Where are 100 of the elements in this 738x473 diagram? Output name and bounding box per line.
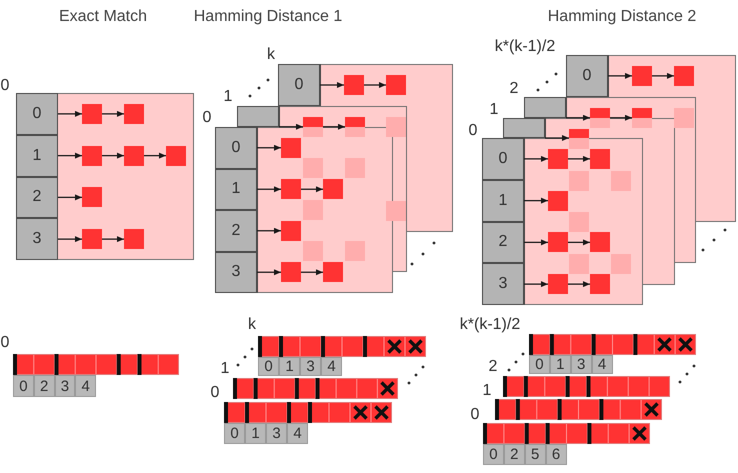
array-bar: [13, 354, 179, 375]
bucket-cell: [503, 118, 545, 138]
index-cell: 4: [321, 357, 342, 376]
bucket-cell: 0: [278, 64, 320, 106]
index-cell: 0: [483, 444, 504, 465]
arrow: [566, 114, 590, 121]
arrow: [102, 236, 124, 242]
list-entry: [569, 170, 589, 191]
arrow: [301, 269, 323, 276]
index-cell: 2: [504, 444, 525, 465]
index-cell: 0: [13, 375, 34, 397]
arrow: [301, 186, 323, 192]
table-number-label: 0: [202, 109, 212, 127]
array-bar: [529, 334, 696, 355]
array-number-label: 0: [210, 384, 220, 402]
list-entry: [303, 116, 323, 137]
list-entry: [303, 241, 323, 262]
list-entry: [590, 232, 610, 252]
bucket-cell: 1: [16, 134, 58, 176]
arrow: [323, 124, 345, 130]
list-entry: [166, 146, 186, 166]
array-number-label: 1: [482, 382, 492, 400]
table-number-label: 0: [0, 77, 10, 95]
arrow: [58, 152, 82, 159]
arrow: [524, 156, 548, 162]
bucket-cell: 3: [215, 252, 257, 293]
arrow: [364, 82, 386, 88]
list-entry: [345, 241, 365, 262]
arrow: [320, 82, 344, 88]
list-entry: [674, 108, 694, 128]
list-entry: [548, 232, 568, 252]
list-entry: [344, 75, 364, 95]
column-title: Hamming Distance 2: [548, 8, 696, 26]
arrow: [257, 144, 281, 151]
table-number-label: 1: [490, 101, 498, 119]
arrow: [524, 198, 548, 204]
array-number-label: 0: [0, 334, 10, 352]
array-number-label: 1: [220, 360, 230, 378]
bucket-cell: 2: [482, 222, 524, 264]
list-entry: [82, 104, 102, 124]
index-cell: 1: [279, 357, 300, 376]
index-cell: 0: [529, 355, 550, 374]
arrow: [257, 228, 281, 234]
index-cell: 4: [75, 375, 96, 397]
arrow: [279, 124, 303, 130]
index-cell: 2: [34, 375, 54, 397]
arrow: [610, 114, 632, 121]
arrow: [58, 194, 82, 200]
list-entry: [281, 220, 301, 241]
array-number-label: 2: [488, 358, 498, 376]
arrow: [568, 156, 590, 162]
list-entry: [386, 117, 406, 137]
list-entry: [323, 262, 343, 282]
list-entry: [386, 75, 406, 95]
list-entry: [303, 200, 323, 220]
list-entry: [611, 254, 631, 274]
array-bar: [233, 378, 398, 399]
index-cell: 3: [54, 375, 76, 397]
arrow: [608, 72, 632, 79]
list-entry: [303, 158, 323, 178]
column-title: Hamming Distance 1: [194, 8, 342, 26]
list-entry: [82, 229, 102, 250]
array-number-label: 0: [470, 406, 480, 424]
arrow: [568, 239, 590, 246]
hash-table-panel: [16, 93, 194, 260]
array-number-label: k: [248, 316, 256, 334]
list-entry: [548, 274, 568, 294]
index-cell: 6: [546, 444, 566, 465]
bucket-cell: 0: [215, 127, 257, 168]
arrow: [524, 239, 548, 246]
bucket-cell: 2: [16, 176, 58, 218]
array-bar: [483, 423, 650, 444]
index-cell: 5: [524, 444, 546, 465]
arrow: [257, 269, 281, 276]
list-entry: [674, 66, 694, 86]
index-cell: 0: [258, 357, 279, 376]
column-title: Exact Match: [58, 8, 148, 26]
arrow: [58, 236, 82, 242]
table-number-label: 0: [468, 122, 478, 140]
table-number-label: k*(k-1)/2: [494, 38, 556, 56]
index-cell: 0: [224, 423, 245, 444]
list-entry: [124, 104, 144, 124]
arrow: [102, 152, 124, 159]
list-entry: [611, 170, 631, 191]
list-entry: [569, 254, 589, 274]
arrow: [524, 281, 548, 288]
arrow: [102, 110, 124, 117]
list-entry: [281, 262, 301, 282]
list-entry: [548, 148, 568, 169]
array-number-label: k*(k-1)/2: [460, 316, 520, 334]
arrow: [58, 110, 82, 117]
list-entry: [548, 190, 568, 211]
list-entry: [82, 187, 102, 208]
list-entry: [82, 146, 102, 166]
arrow: [257, 186, 281, 192]
index-cell: 3: [266, 423, 287, 444]
list-entry: [124, 146, 144, 166]
index-cell: 3: [570, 355, 592, 374]
bucket-cell: 0: [16, 93, 58, 135]
index-cell: 3: [300, 357, 321, 376]
